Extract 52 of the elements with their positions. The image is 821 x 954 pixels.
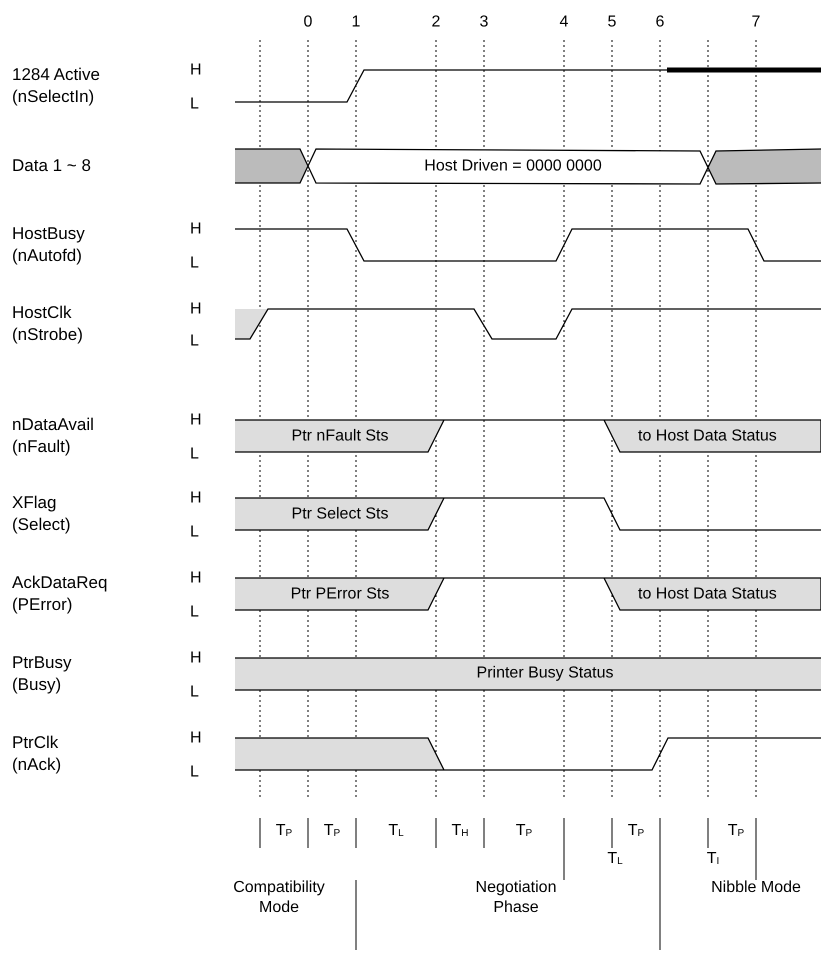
level-label: H: [190, 60, 202, 80]
status-label: Ptr nFault Sts: [292, 426, 388, 446]
level-label: L: [190, 762, 199, 782]
timing-parameter: T$_{P}$: [324, 821, 340, 841]
signal-name: Data 1 ~ 8: [12, 155, 91, 177]
timing-parameter: T$_{P}$: [628, 821, 644, 841]
level-label: L: [190, 94, 199, 114]
event-number: 2: [432, 12, 440, 32]
event-number: 6: [656, 12, 664, 32]
level-label: H: [190, 568, 202, 588]
level-label: H: [190, 220, 202, 238]
status-label: Printer Busy Status: [476, 664, 614, 682]
signal-name: nDataAvail (nFault): [12, 414, 94, 458]
phase-label: Nibble Mode: [710, 878, 802, 898]
signal-name: PtrClk (nAck): [12, 732, 62, 776]
level-label: H: [190, 300, 202, 318]
signal-name: AckDataReq (PError): [12, 572, 108, 616]
level-label: L: [190, 522, 199, 542]
level-label: L: [190, 682, 199, 702]
status-label: Ptr Select Sts: [292, 504, 388, 524]
event-number: 3: [480, 12, 488, 32]
event-number: 5: [608, 12, 616, 32]
status-label: Ptr PError Sts: [290, 584, 390, 604]
timing-parameter: T$_{H}$: [452, 821, 468, 841]
signal-name: PtrBusy (Busy): [12, 652, 72, 696]
signal-name: XFlag (Select): [12, 492, 71, 536]
event-number: 1: [352, 12, 360, 32]
phase-label: Negotiation Phase: [474, 878, 558, 918]
event-number: 4: [560, 12, 568, 32]
event-number: 7: [752, 12, 760, 32]
level-label: L: [190, 602, 199, 622]
phase-label: Compatibility Mode: [232, 878, 326, 918]
event-number: 0: [304, 12, 312, 32]
signal-name: 1284 Active (nSelectIn): [12, 64, 100, 108]
level-label: H: [190, 728, 202, 748]
signal-name: HostBusy (nAutofd): [12, 223, 85, 267]
timing-parameter: T$_{P}$: [276, 821, 292, 841]
status-label: to Host Data Status: [638, 584, 777, 604]
timing-parameter: T$_{L}$: [388, 821, 404, 841]
timing-parameter: T$_{P}$: [516, 821, 532, 841]
timing-parameter: T$_{I}$: [706, 849, 720, 869]
level-label: L: [190, 444, 199, 464]
level-label: H: [190, 410, 202, 430]
level-label: H: [190, 488, 202, 508]
timing-parameter: T$_{L}$: [607, 849, 623, 869]
level-label: H: [190, 648, 202, 668]
level-label: L: [190, 254, 199, 272]
bus-value-label: Host Driven = 0000 0000: [424, 156, 602, 176]
timing-parameter: T$_{P}$: [728, 821, 744, 841]
signal-name: HostClk (nStrobe): [12, 302, 83, 346]
level-label: L: [190, 332, 199, 350]
status-label: to Host Data Status: [638, 426, 777, 446]
